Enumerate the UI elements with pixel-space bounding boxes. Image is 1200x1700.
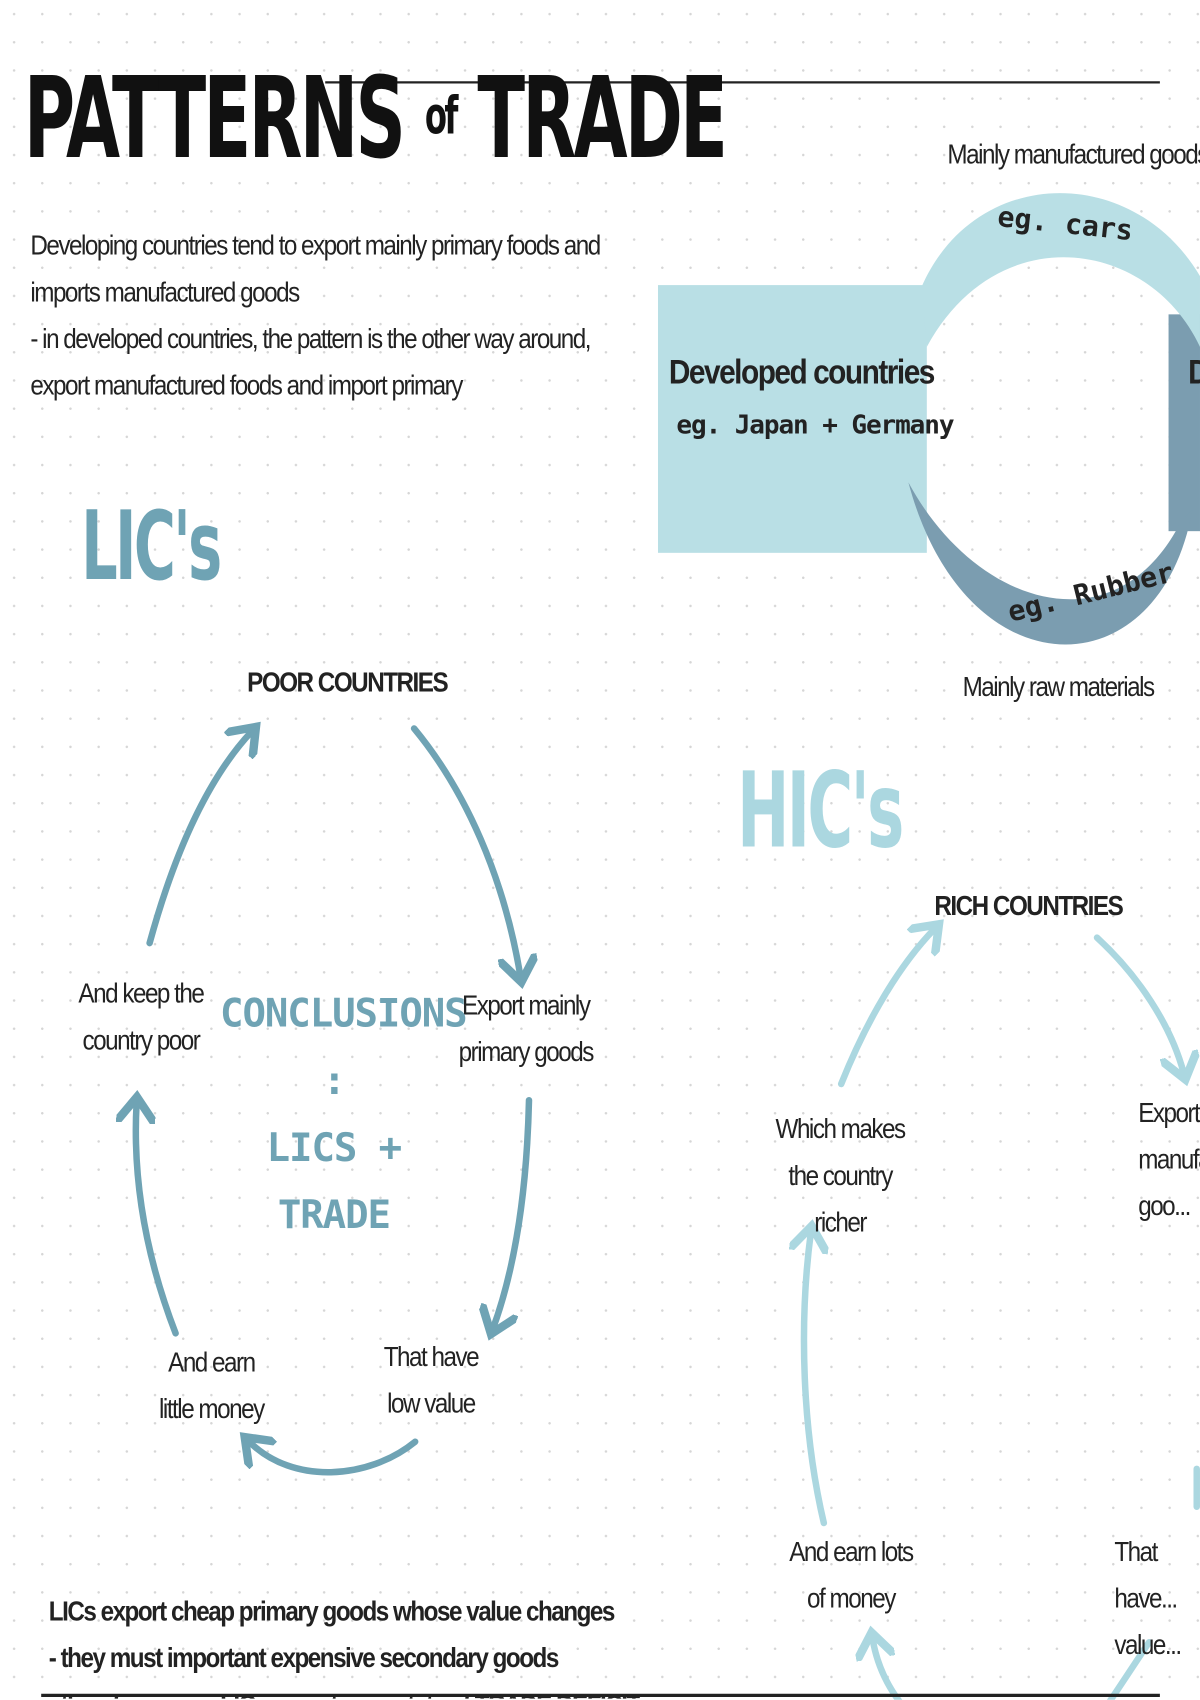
lics-step-2: That have low value xyxy=(383,1339,480,1419)
developing-box-title: D xyxy=(1188,349,1200,396)
bottom-flow-label: Mainly raw materials xyxy=(962,669,1156,703)
intro-line: imports manufactured goods xyxy=(30,275,300,308)
lics-step-4: And keep the country poor xyxy=(78,976,204,1056)
intro-line: - in developed countries, the pattern is… xyxy=(30,321,591,355)
intro-text: Developing countries tend to export main… xyxy=(30,222,601,408)
lics-step-3: And earn little money xyxy=(159,1345,265,1425)
intro-line: export manufactured foods and import pri… xyxy=(30,368,463,402)
conclusions-label: CONCLUSIONS : LICS + TRADE xyxy=(220,981,468,1250)
hics-center-label: RICH COUNTRIES xyxy=(934,888,1123,922)
hics-step-4: Which makes the country richer xyxy=(775,1112,907,1238)
hic-arrow-1 xyxy=(837,929,934,1088)
bottom-trade-arrow xyxy=(908,482,1193,645)
conclusion-line: CONCLUSIONS : xyxy=(220,991,468,1104)
page-title: PATTERNS of TRADE xyxy=(23,52,728,185)
developed-box-title: Developed countries xyxy=(668,352,936,392)
summary-line: LICs export cheap primary goods whose va… xyxy=(48,1594,616,1628)
summary-text: LICs export cheap primary goods whose va… xyxy=(49,1588,640,1699)
conclusion-line: TRADE xyxy=(277,1193,391,1238)
hic-arrow-6 xyxy=(873,1639,903,1700)
developed-box-example: eg. Japan + Germany xyxy=(676,409,954,441)
lic-arrow-5 xyxy=(136,1104,179,1337)
hic-arrow-2 xyxy=(1093,934,1184,1074)
intro-line: Developing countries tend to export main… xyxy=(30,228,601,262)
lics-heading: LIC's xyxy=(81,489,222,602)
hics-heading: HIC's xyxy=(737,750,904,872)
conclusion-line: LICS + xyxy=(266,1126,403,1171)
lics-step-1: Export mainly primary goods xyxy=(458,988,595,1068)
lic-arrow-3 xyxy=(493,1097,533,1328)
hic-arrow-5 xyxy=(1106,1639,1153,1700)
hics-step-3: And earn lots of money xyxy=(789,1534,914,1615)
lic-arrow-1 xyxy=(146,732,252,947)
hics-step-2: That have... value... xyxy=(1114,1534,1182,1661)
lic-arrow-4 xyxy=(249,1442,419,1476)
summary-line: - therefore many LICs operate in a state… xyxy=(49,1681,640,1699)
lic-arrow-2 xyxy=(410,725,520,975)
top-trade-arrow xyxy=(921,193,1200,347)
top-flow-label: Mainly manufactured goods xyxy=(947,137,1200,171)
developed-box xyxy=(657,285,927,553)
hics-step-1: Export manufa... goo... xyxy=(1138,1095,1200,1222)
summary-line: - they must important expensive secondar… xyxy=(48,1641,560,1674)
developing-box xyxy=(1168,314,1200,532)
hic-arrow-3 xyxy=(804,1233,824,1527)
lics-center-label: POOR COUNTRIES xyxy=(247,665,448,699)
